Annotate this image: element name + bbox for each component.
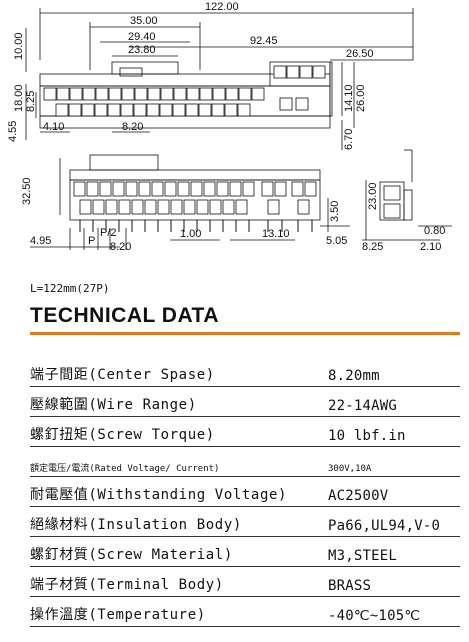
- spec-label: 額定電压/電流(Rated Voltage/ Current): [30, 446, 320, 477]
- table-row: 耐電壓值(Withstanding Voltage) AC2500V: [30, 476, 460, 507]
- spec-value: 10 lbf.in: [320, 416, 460, 447]
- dim-0-80: 0.80: [424, 225, 445, 237]
- dim-10-00: 10.00: [13, 32, 25, 60]
- technical-drawing: 122.00 35.00 29.40 23.80 92.45 26.50 10.…: [0, 0, 469, 262]
- dim-overall-length: 122.00: [205, 1, 239, 13]
- dim-4-10: 4.10: [43, 121, 64, 133]
- dim-5-05: 5.05: [326, 235, 347, 247]
- table-row: 端子材質(Terminal Body) BRASS: [30, 566, 460, 597]
- dim-3-50: 3.50: [329, 201, 341, 222]
- dim-4-55: 4.55: [7, 121, 19, 142]
- dim-32-50: 32.50: [21, 177, 33, 205]
- dim-6-70: 6.70: [343, 129, 355, 150]
- table-row: 絕緣材料(Insulation Body) Pa66,UL94,V-0: [30, 506, 460, 537]
- dim-92-45: 92.45: [250, 35, 278, 47]
- dim-1-00: 1.00: [180, 228, 201, 240]
- section-title: TECHNICAL DATA: [30, 304, 219, 327]
- spec-value: BRASS: [320, 566, 460, 597]
- terminal-block-drawing-svg: 122.00 35.00 29.40 23.80 92.45 26.50 10.…: [7, 1, 452, 253]
- dim-half-pitch: P/2: [100, 227, 117, 239]
- spec-value: 22-14AWG: [320, 386, 460, 417]
- dim-8-25-left: 8.25: [25, 91, 37, 112]
- dim-8-20-top: 8.20: [122, 121, 143, 133]
- model-note: L=122mm(27P): [30, 282, 110, 295]
- dim-pitch: P: [88, 235, 95, 247]
- dim-18-00: 18.00: [13, 84, 25, 112]
- dim-4-95: 4.95: [30, 235, 51, 247]
- spec-label: 端子材質(Terminal Body): [30, 566, 320, 597]
- title-divider: [30, 332, 460, 335]
- spec-value: M3,STEEL: [320, 536, 460, 567]
- spec-label: 螺釘材質(Screw Material): [30, 536, 320, 567]
- spec-value: AC2500V: [320, 476, 460, 507]
- spec-label: 絕緣材料(Insulation Body): [30, 506, 320, 537]
- spec-value: 300V,10A: [320, 446, 460, 477]
- table-row: 壓線範圍(Wire Range) 22-14AWG: [30, 386, 460, 417]
- dim-14-10: 14.10: [343, 84, 355, 112]
- table-row: 端子間距(Center Spase) 8.20mm: [30, 357, 460, 387]
- spec-label: 螺釘扭矩(Screw Torque): [30, 416, 320, 447]
- table-row: 額定電压/電流(Rated Voltage/ Current) 300V,10A: [30, 446, 460, 477]
- spec-value: 8.20mm: [320, 357, 460, 387]
- dim-29-40: 29.40: [128, 31, 156, 43]
- dim-2-10: 2.10: [420, 241, 441, 253]
- spec-label: 壓線範圍(Wire Range): [30, 386, 320, 417]
- spec-value: -40℃~105℃: [320, 596, 460, 627]
- dim-23-80: 23.80: [128, 44, 156, 56]
- spec-label: 操作溫度(Temperature): [30, 596, 320, 627]
- dim-23-00: 23.00: [367, 182, 379, 210]
- spec-table: 端子間距(Center Spase) 8.20mm 壓線範圍(Wire Rang…: [30, 357, 460, 627]
- spec-value: Pa66,UL94,V-0: [320, 506, 460, 537]
- dim-8-20-bottom: 8.20: [110, 241, 131, 253]
- table-row: 螺釘材質(Screw Material) M3,STEEL: [30, 536, 460, 567]
- table-row: 操作溫度(Temperature) -40℃~105℃: [30, 596, 460, 627]
- dim-13-10: 13.10: [262, 228, 290, 240]
- dim-8-25-side: 8.25: [362, 241, 383, 253]
- dim-35: 35.00: [130, 15, 158, 27]
- dim-26-00: 26.00: [355, 84, 367, 112]
- dim-26-50: 26.50: [346, 48, 374, 60]
- spec-label: 耐電壓值(Withstanding Voltage): [30, 476, 320, 507]
- spec-label: 端子間距(Center Spase): [30, 357, 320, 387]
- table-row: 螺釘扭矩(Screw Torque) 10 lbf.in: [30, 416, 460, 447]
